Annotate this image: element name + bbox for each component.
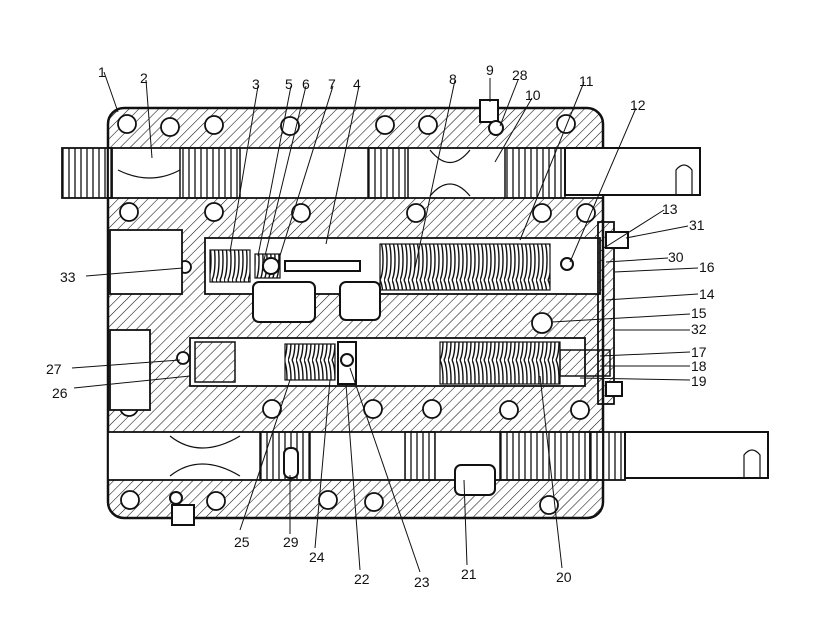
callout-21: 21 — [461, 566, 477, 582]
callout-10: 10 — [525, 87, 541, 103]
callout-23: 23 — [414, 574, 430, 590]
callout-30: 30 — [668, 249, 684, 265]
callout-26: 26 — [52, 385, 68, 401]
callout-20: 20 — [556, 569, 572, 585]
callout-27: 27 — [46, 361, 62, 377]
callout-16: 16 — [699, 259, 715, 275]
callout-4: 4 — [353, 76, 361, 92]
callout-3: 3 — [252, 76, 260, 92]
callout-labels: 1 2 3 4 5 6 7 8 9 10 11 12 13 14 15 16 1… — [46, 62, 715, 590]
callout-18: 18 — [691, 358, 707, 374]
callout-11: 11 — [579, 73, 594, 89]
leader-lines — [71, 71, 699, 573]
lower-spool-bore — [109, 329, 611, 411]
callout-8: 8 — [449, 71, 457, 87]
bolt-holes — [117, 114, 596, 515]
callout-32: 32 — [691, 321, 707, 337]
end-cover-plate — [597, 221, 629, 405]
callout-25: 25 — [234, 534, 250, 550]
callout-15: 15 — [691, 305, 707, 321]
callout-22: 22 — [354, 571, 370, 587]
top-fitting — [479, 99, 504, 136]
callout-9: 9 — [486, 62, 494, 78]
callout-31: 31 — [689, 217, 705, 233]
callout-6: 6 — [302, 76, 310, 92]
callout-29: 29 — [283, 534, 299, 550]
callout-14: 14 — [699, 286, 715, 302]
upper-spring-cavity — [109, 229, 601, 323]
callout-1: 1 — [98, 64, 106, 80]
callout-28: 28 — [512, 67, 528, 83]
callout-19: 19 — [691, 373, 707, 389]
callout-17: 17 — [691, 344, 707, 360]
lower-shaft — [107, 431, 769, 526]
callout-7: 7 — [328, 76, 336, 92]
callout-2: 2 — [140, 70, 148, 86]
upper-shaft — [61, 147, 701, 199]
callout-5: 5 — [285, 76, 293, 92]
callout-13: 13 — [662, 201, 678, 217]
callout-33: 33 — [60, 269, 76, 285]
callout-12: 12 — [630, 97, 646, 113]
callout-24: 24 — [309, 549, 325, 565]
